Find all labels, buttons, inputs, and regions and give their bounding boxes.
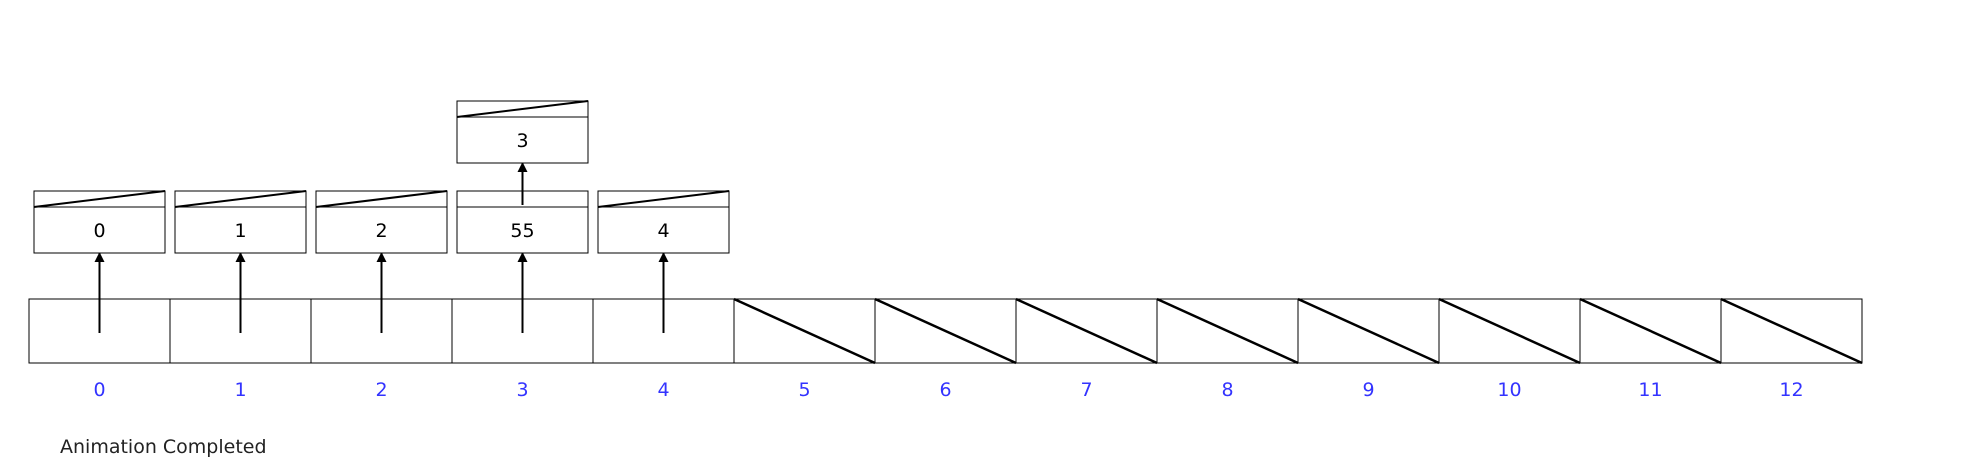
null-next-line	[174, 190, 307, 208]
null-next-line	[315, 190, 448, 208]
null-pointer-line	[1579, 297, 1722, 365]
index-label: 12	[1779, 379, 1803, 401]
status-message: Animation Completed	[60, 436, 267, 458]
index-label: 11	[1638, 379, 1662, 401]
index-label: 2	[375, 379, 387, 401]
node-value: 4	[657, 220, 669, 242]
index-label: 5	[798, 379, 810, 401]
null-pointer-line	[733, 297, 876, 365]
list-node	[33, 190, 166, 254]
null-pointer-line	[1015, 297, 1158, 365]
list-node	[174, 190, 307, 254]
node-value: 2	[375, 220, 387, 242]
null-next-line	[456, 100, 589, 118]
index-label: 1	[234, 379, 246, 401]
null-next-line	[33, 190, 166, 208]
null-pointer-line	[1720, 297, 1863, 365]
list-node	[456, 100, 589, 164]
index-label: 4	[657, 379, 669, 401]
index-label: 0	[93, 379, 105, 401]
index-label: 10	[1497, 379, 1521, 401]
index-label: 8	[1221, 379, 1233, 401]
list-node	[315, 190, 448, 254]
index-label: 6	[939, 379, 951, 401]
list-node	[597, 190, 730, 254]
node-value: 0	[93, 220, 105, 242]
null-pointer-line	[1438, 297, 1581, 365]
null-pointer-line	[1297, 297, 1440, 365]
node-value: 55	[510, 220, 534, 242]
index-label: 7	[1080, 379, 1092, 401]
null-pointer-line	[1156, 297, 1299, 365]
node-value: 3	[516, 130, 528, 152]
index-label: 3	[516, 379, 528, 401]
index-label: 9	[1362, 379, 1374, 401]
null-next-line	[597, 190, 730, 208]
node-value: 1	[234, 220, 246, 242]
null-pointer-line	[874, 297, 1017, 365]
